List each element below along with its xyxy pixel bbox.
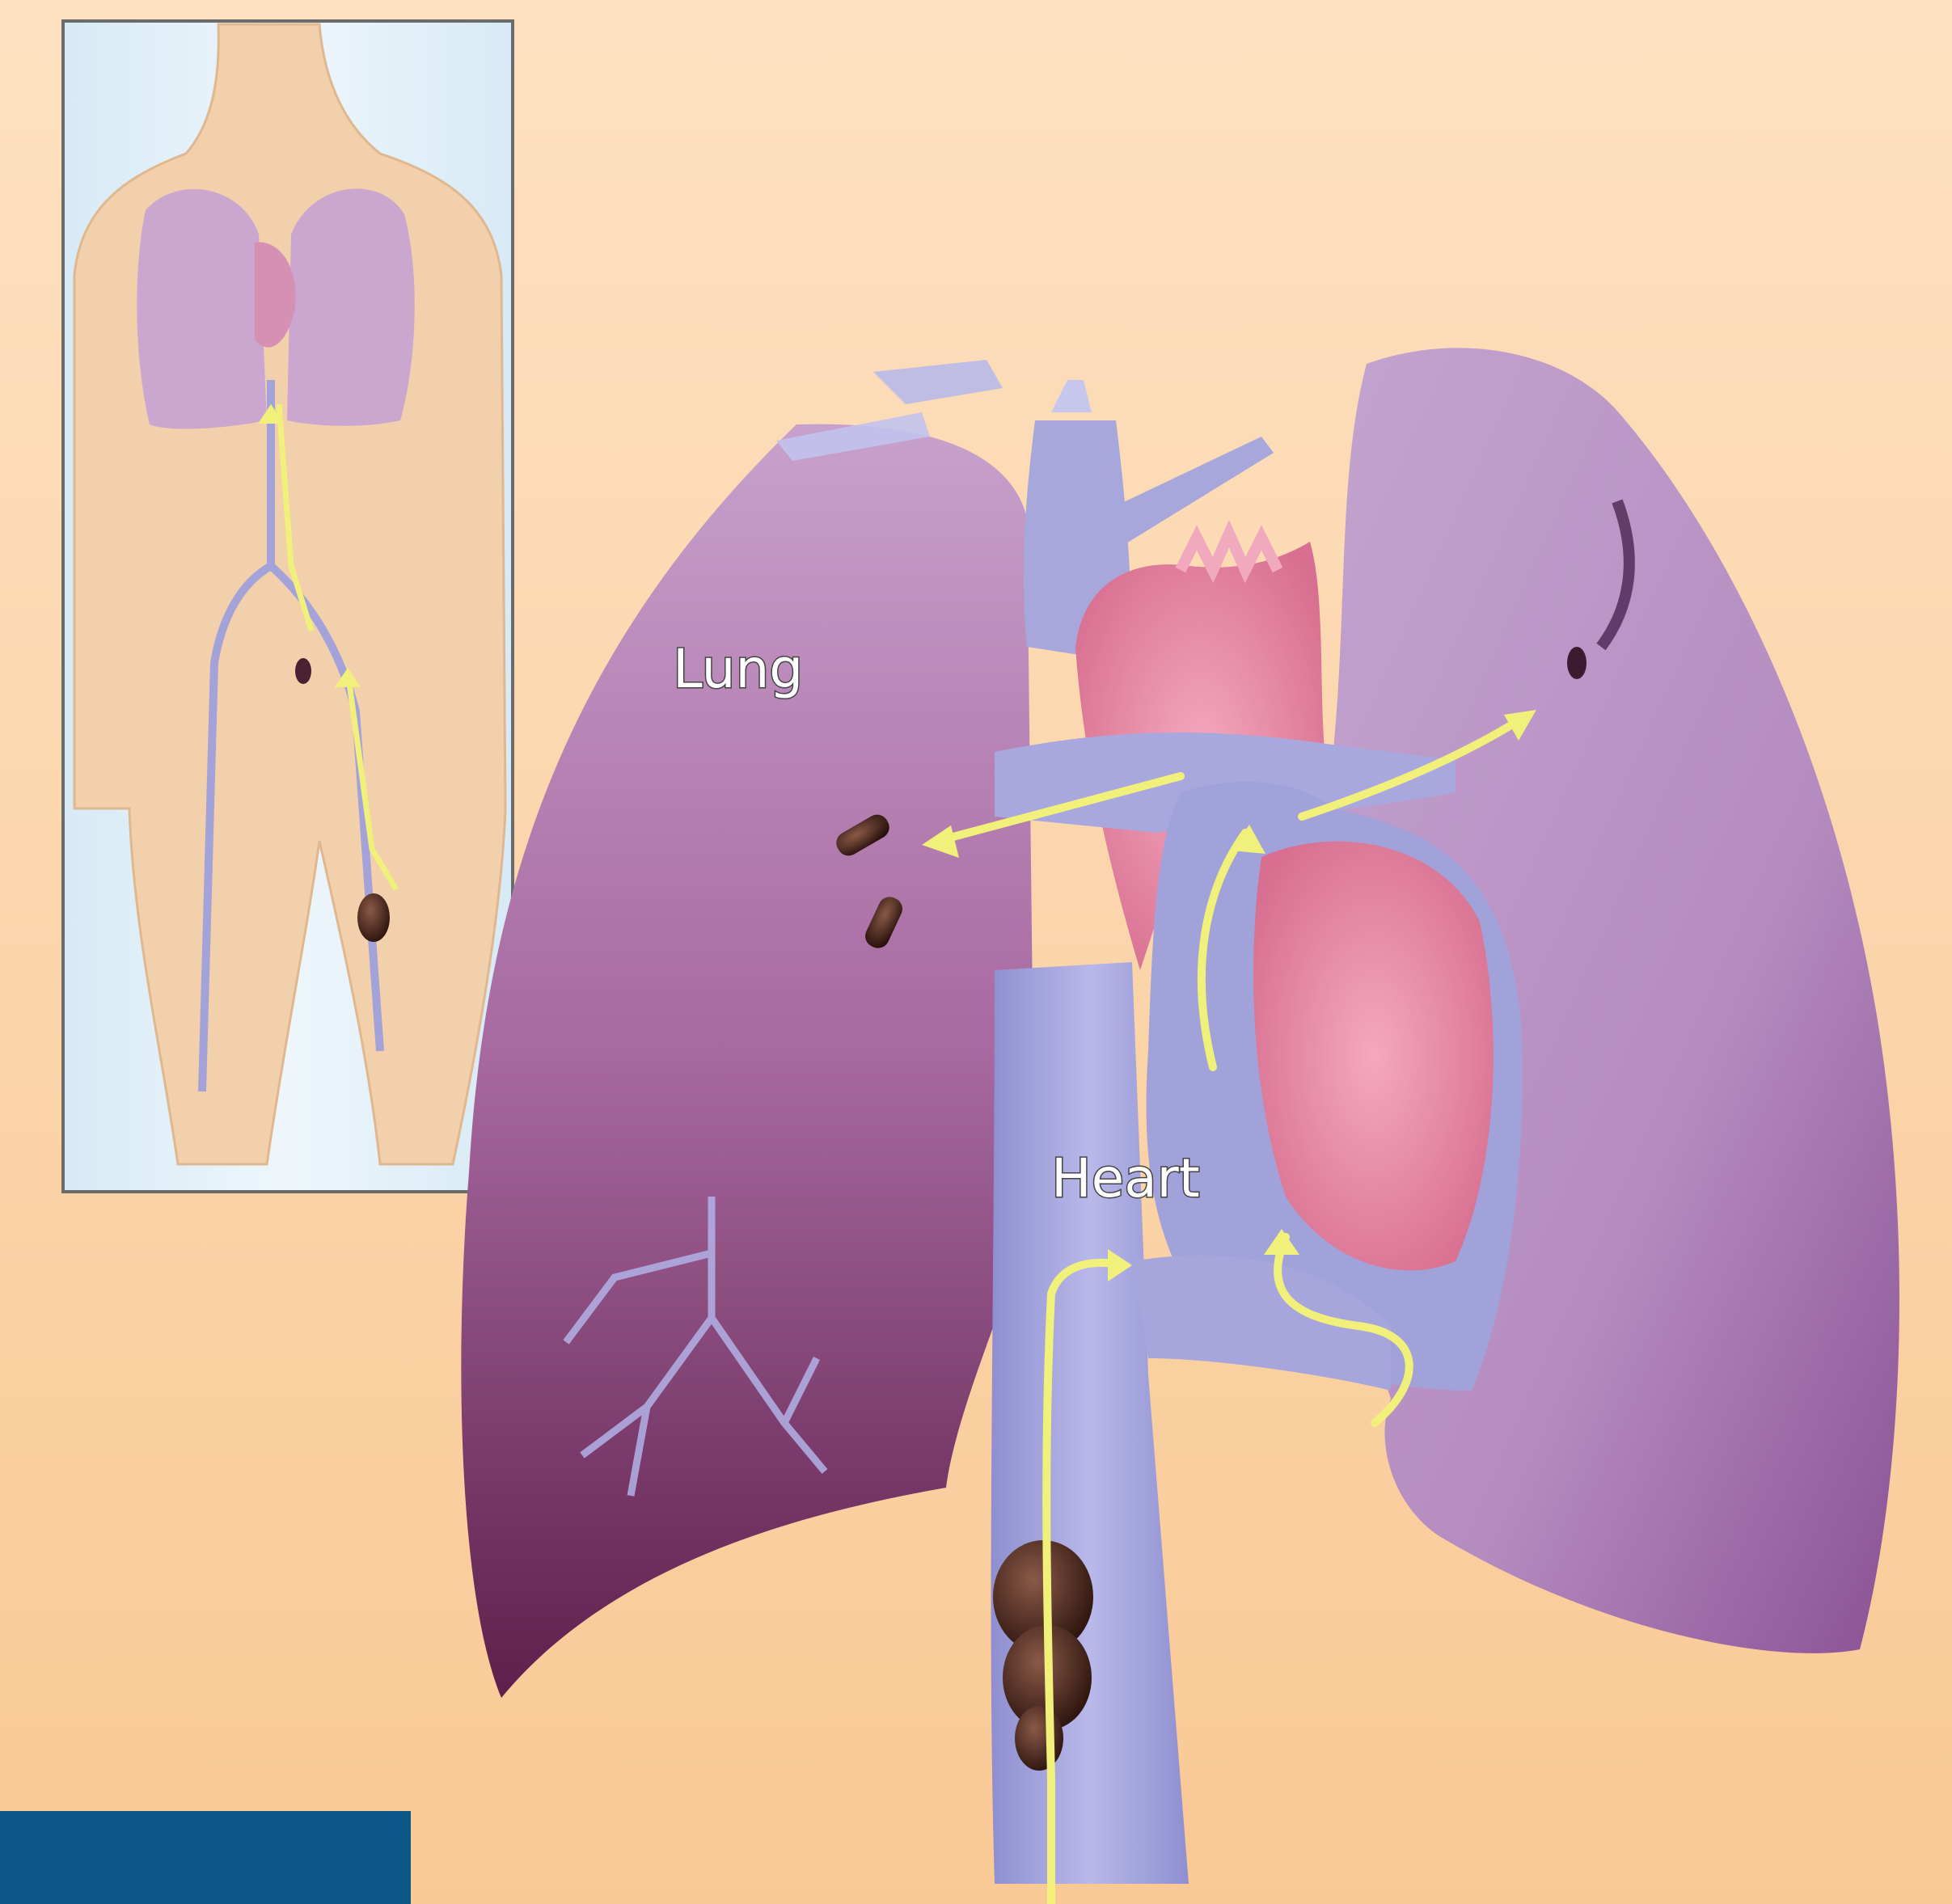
- body-inset: [63, 21, 513, 1192]
- lung-label: Lung: [673, 638, 803, 700]
- heart-label: Heart: [1051, 1147, 1200, 1210]
- blood-clot-icon: [1567, 647, 1587, 679]
- blood-clot-icon: [295, 658, 311, 684]
- inset-left-lung: [287, 188, 415, 425]
- corner-panel: [0, 1811, 411, 1904]
- blood-clot-icon: [357, 893, 390, 942]
- inset-right-lung: [137, 189, 267, 429]
- blood-clot-icon: [1015, 1706, 1063, 1771]
